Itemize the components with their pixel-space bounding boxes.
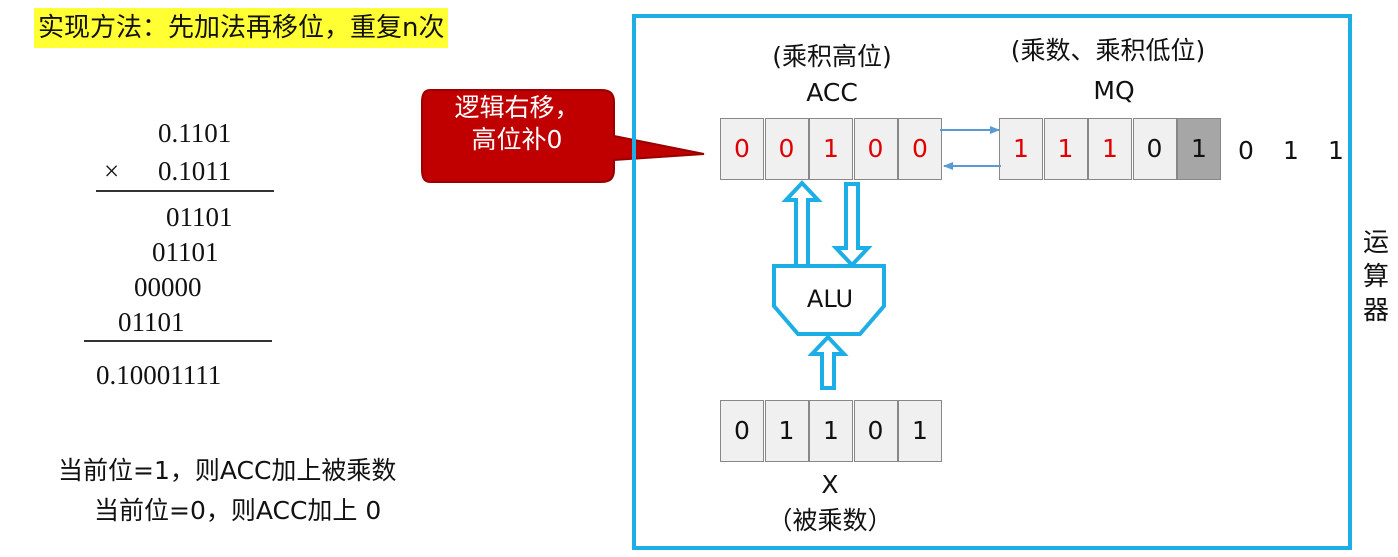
partial-product-2: 01101 — [152, 237, 219, 267]
acc-bit-4: 0 — [853, 118, 898, 180]
multiplier: 0.1011 — [158, 156, 232, 186]
mq-bit-4: 0 — [1132, 118, 1177, 180]
acc-to-alu-arrow — [831, 182, 873, 268]
callout-line-2: 高位补0 — [471, 125, 563, 154]
arithmetic-unit-frame — [632, 14, 1352, 550]
note-bit-zero: 当前位=0，则ACC加上 0 — [94, 496, 382, 525]
mq-bit-1: 1 — [999, 118, 1043, 180]
x-to-alu-arrow — [807, 334, 849, 390]
acc-caption: (乘积高位) — [772, 42, 892, 71]
callout-text: 逻辑右移， 高位补0 — [422, 92, 612, 156]
partial-product-3: 00000 — [134, 272, 202, 302]
acc-bit-1: 0 — [720, 118, 764, 180]
acc-bit-3: 1 — [809, 118, 853, 180]
partial-product-4: 01101 — [118, 307, 185, 337]
x-bit-1: 0 — [720, 400, 764, 462]
arithmetic-unit-label: 运算器 — [1362, 226, 1390, 328]
x-bit-2: 1 — [764, 400, 809, 462]
callout-line-1: 逻辑右移， — [454, 93, 580, 122]
shifted-bit-3: 1 — [1328, 136, 1344, 165]
x-name: X — [821, 470, 839, 499]
alu-block — [772, 264, 886, 336]
acc-name: ACC — [806, 78, 858, 107]
acc-bit-5: 0 — [898, 118, 942, 180]
x-bit-3: 1 — [809, 400, 853, 462]
side-label-char-3: 器 — [1362, 296, 1389, 326]
mq-bit-3: 1 — [1088, 118, 1132, 180]
mq-bit-2: 1 — [1043, 118, 1088, 180]
partial-product-1: 01101 — [166, 202, 233, 232]
side-label-char-2: 算 — [1362, 262, 1389, 292]
x-bit-5: 1 — [898, 400, 942, 462]
alu-label: ALU — [806, 285, 854, 313]
callout-shape — [421, 89, 705, 183]
shifted-bit-2: 1 — [1283, 136, 1299, 165]
callout-bubble — [421, 89, 705, 183]
x-bit-4: 0 — [853, 400, 898, 462]
acc-bit-2: 0 — [764, 118, 809, 180]
rule-bottom — [84, 340, 272, 342]
mq-caption: (乘数、乘积低位) — [1010, 36, 1206, 65]
mq-bit-5: 1 — [1177, 118, 1221, 180]
multiply-symbol: × — [104, 156, 120, 186]
product-result: 0.10001111 — [96, 360, 222, 390]
mq-name: MQ — [1093, 76, 1135, 105]
shifted-bit-1: 0 — [1238, 136, 1254, 165]
note-bit-one: 当前位=1，则ACC加上被乘数 — [58, 456, 397, 485]
side-label-char-1: 运 — [1362, 228, 1389, 258]
alu-to-acc-arrow — [781, 180, 823, 268]
multiplicand: 0.1101 — [158, 118, 232, 148]
page-title: 实现方法：先加法再移位，重复n次 — [34, 8, 449, 48]
rule-top — [96, 190, 274, 192]
x-caption: （被乘数） — [767, 506, 893, 535]
